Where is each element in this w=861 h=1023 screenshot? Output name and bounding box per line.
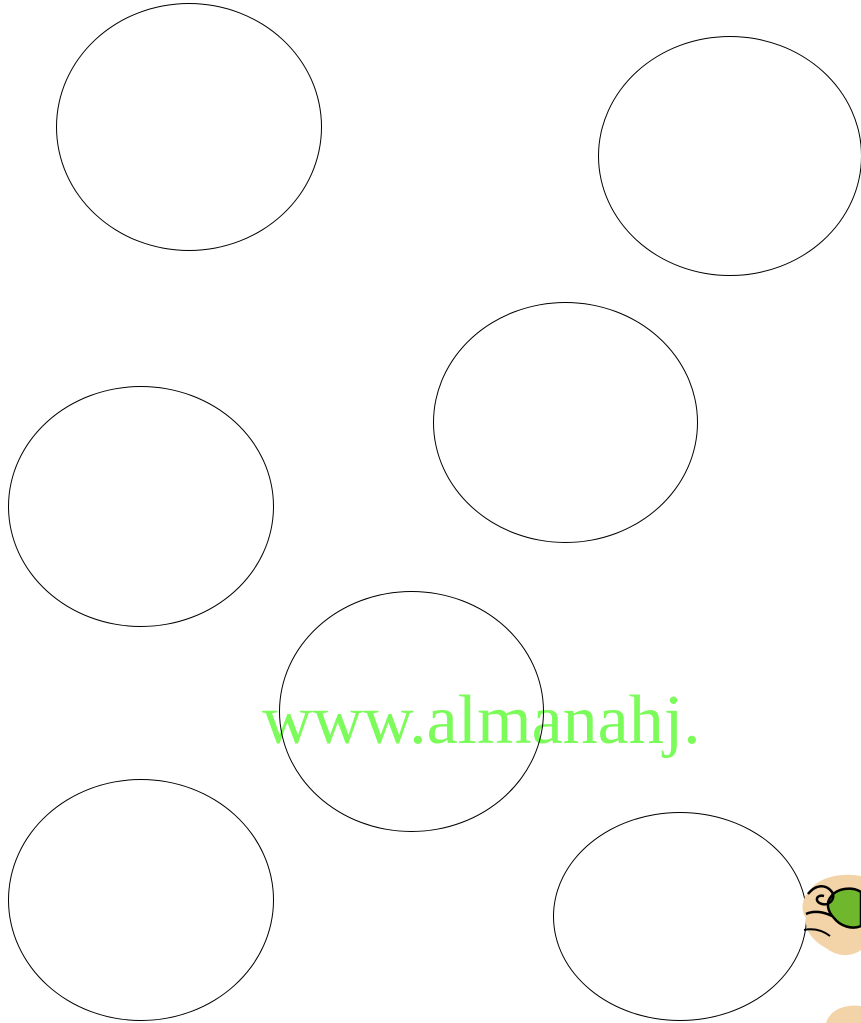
blank-circle-6 <box>8 779 274 1021</box>
character-foot-shape <box>826 1006 861 1023</box>
blank-circle-2 <box>598 36 861 276</box>
blank-circle-5 <box>279 591 544 832</box>
cartoon-character-icon <box>800 870 861 1023</box>
blank-circle-7 <box>553 812 807 1021</box>
blank-circle-3 <box>433 302 698 543</box>
blank-circle-1 <box>56 3 322 251</box>
blank-circle-4 <box>8 386 274 627</box>
